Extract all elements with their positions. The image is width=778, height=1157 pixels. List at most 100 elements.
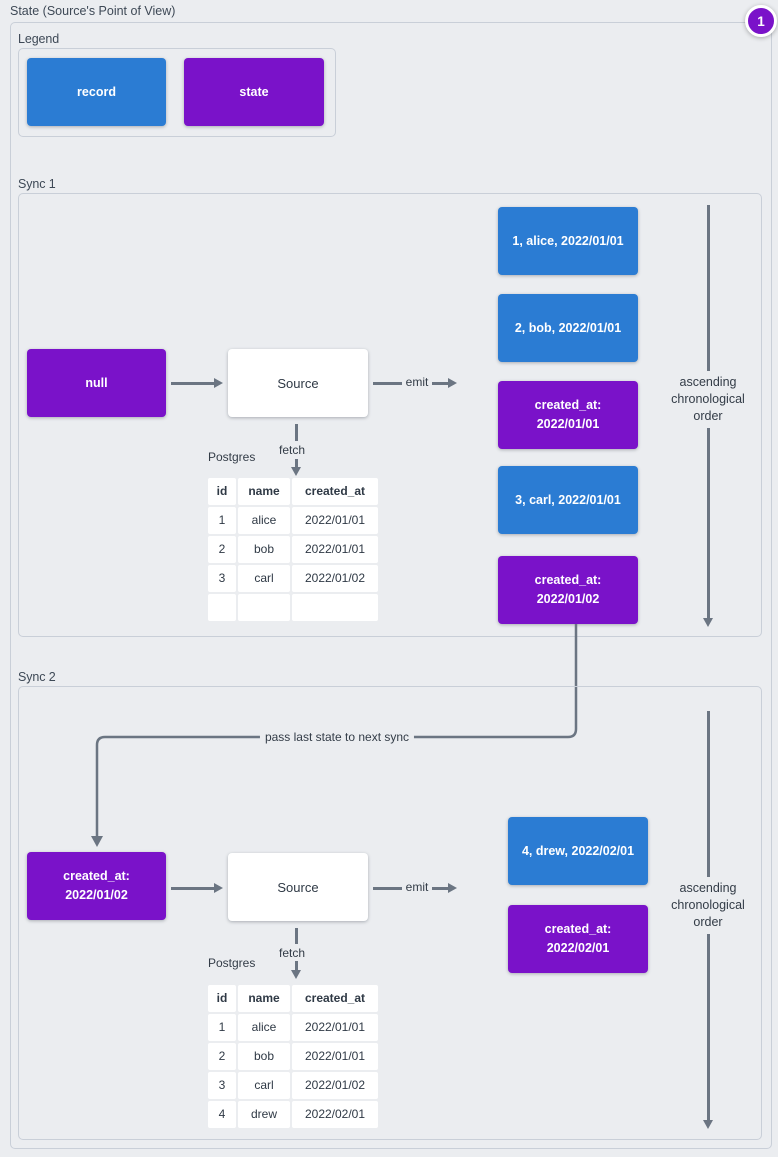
table-cell: 2022/01/02 <box>292 565 378 592</box>
sync1-order-note: ascending chronological order <box>658 371 758 428</box>
sync1-emit-line-head <box>432 382 448 385</box>
sync2-input-arrow-line <box>171 887 214 890</box>
sync1-input-arrow-line <box>171 382 214 385</box>
emitted-record-label: 2, bob, 2022/01/01 <box>514 320 622 335</box>
sync2-emit-line-tail <box>373 887 403 890</box>
emitted-state-line1: created_at: <box>544 922 612 936</box>
table-cell: carl <box>238 1072 290 1099</box>
page-title: State (Source's Point of View) <box>10 4 176 18</box>
table-cell: 3 <box>208 565 236 592</box>
table-cell: 2022/01/01 <box>292 536 378 563</box>
sync2-postgres-table: id name created_at 1 alice 2022/01/01 2 … <box>208 985 378 1128</box>
arrowhead-right-icon <box>214 377 223 388</box>
sync1-emitted-record-3: 3, carl, 2022/01/01 <box>498 466 638 534</box>
emitted-state-line2: 2022/01/02 <box>536 592 600 606</box>
table-cell: 2022/01/01 <box>292 1014 378 1041</box>
table-cell: 2 <box>208 536 236 563</box>
sync1-emitted-state-1: created_at: 2022/01/01 <box>498 381 638 449</box>
sync1-emitted-state-2: created_at: 2022/01/02 <box>498 556 638 624</box>
table-cell: drew <box>238 1101 290 1128</box>
table-header-cell: name <box>238 478 290 505</box>
sync1-emitted-record-1: 1, alice, 2022/01/01 <box>498 207 638 275</box>
table-cell: 1 <box>208 1014 236 1041</box>
sync1-postgres-label: Postgres <box>208 450 256 464</box>
sync1-fetch-line-tail <box>295 424 298 441</box>
sync2-postgres-label: Postgres <box>208 956 256 970</box>
table-cell: alice <box>238 1014 290 1041</box>
order-note-line: chronological <box>671 898 745 912</box>
table-header-cell: created_at <box>292 478 378 505</box>
legend-record-label: record <box>77 84 116 99</box>
sync2-source-label: Source <box>277 879 319 895</box>
sync2-emitted-record-1: 4, drew, 2022/02/01 <box>508 817 648 885</box>
arrowhead-down-icon <box>291 467 301 476</box>
order-note-line: ascending <box>679 881 737 895</box>
legend-label: Legend <box>18 32 60 46</box>
sync1-source-node: Source <box>228 349 368 417</box>
table-header-cell: name <box>238 985 290 1012</box>
order-note-line: order <box>693 915 723 929</box>
sync2-fetch-line-tail <box>295 928 298 944</box>
sync2-section <box>18 686 762 1140</box>
table-cell <box>292 594 378 621</box>
pass-state-label: pass last state to next sync <box>259 730 415 744</box>
sync1-emitted-record-2: 2, bob, 2022/01/01 <box>498 294 638 362</box>
emitted-record-label: 4, drew, 2022/02/01 <box>521 843 635 858</box>
sync1-section <box>18 193 762 637</box>
order-note-line: order <box>693 409 723 423</box>
arrowhead-down-icon <box>703 618 713 627</box>
sync2-emit-line-head <box>432 887 448 890</box>
sync1-emit-label: emit <box>402 375 432 389</box>
sync2-fetch-line-head <box>295 961 298 970</box>
table-header-cell: created_at <box>292 985 378 1012</box>
table-header-cell: id <box>208 478 236 505</box>
sync2-fetch-label: fetch <box>270 946 314 960</box>
table-cell <box>208 594 236 621</box>
sync1-fetch-line-head <box>295 459 298 467</box>
sync2-source-node: Source <box>228 853 368 921</box>
arrowhead-down-icon <box>703 1120 713 1129</box>
table-cell: bob <box>238 536 290 563</box>
table-cell: 2022/01/01 <box>292 1043 378 1070</box>
table-cell: 2022/01/02 <box>292 1072 378 1099</box>
state-container <box>10 22 772 1149</box>
table-cell: carl <box>238 565 290 592</box>
sync2-emitted-state-1: created_at: 2022/02/01 <box>508 905 648 973</box>
table-cell: 2 <box>208 1043 236 1070</box>
legend-record-node: record <box>27 58 166 126</box>
emitted-state-line2: 2022/02/01 <box>546 941 610 955</box>
order-note-line: chronological <box>671 392 745 406</box>
step-badge: 1 <box>745 5 777 37</box>
table-cell: 2022/02/01 <box>292 1101 378 1128</box>
sync2-input-state-node: created_at: 2022/01/02 <box>27 852 166 920</box>
sync1-input-state-label: null <box>85 375 108 390</box>
sync1-emit-line-tail <box>373 382 403 385</box>
order-note-line: ascending <box>679 375 737 389</box>
arrowhead-right-icon <box>448 377 457 388</box>
arrowhead-down-icon <box>291 970 301 979</box>
table-cell: bob <box>238 1043 290 1070</box>
table-header-cell: id <box>208 985 236 1012</box>
arrowhead-down-icon <box>91 836 103 847</box>
legend-state-label: state <box>239 84 269 99</box>
table-cell: 2022/01/01 <box>292 507 378 534</box>
table-cell: alice <box>238 507 290 534</box>
table-cell: 1 <box>208 507 236 534</box>
sync2-order-note: ascending chronological order <box>658 877 758 934</box>
legend-box <box>18 48 336 137</box>
arrowhead-right-icon <box>448 882 457 893</box>
legend-state-node: state <box>184 58 324 126</box>
sync1-fetch-label: fetch <box>270 443 314 457</box>
emitted-state-line2: 2022/01/01 <box>536 417 600 431</box>
emitted-record-label: 3, carl, 2022/01/01 <box>515 492 621 507</box>
table-cell <box>238 594 290 621</box>
sync2-input-state-line2: 2022/01/02 <box>65 888 128 902</box>
emitted-record-label: 1, alice, 2022/01/01 <box>512 233 624 248</box>
arrowhead-right-icon <box>214 882 223 893</box>
table-cell: 4 <box>208 1101 236 1128</box>
sync1-input-state-node: null <box>27 349 166 417</box>
sync1-source-label: Source <box>277 375 319 391</box>
emitted-state-line1: created_at: <box>534 398 602 412</box>
sync2-label: Sync 2 <box>18 670 56 684</box>
